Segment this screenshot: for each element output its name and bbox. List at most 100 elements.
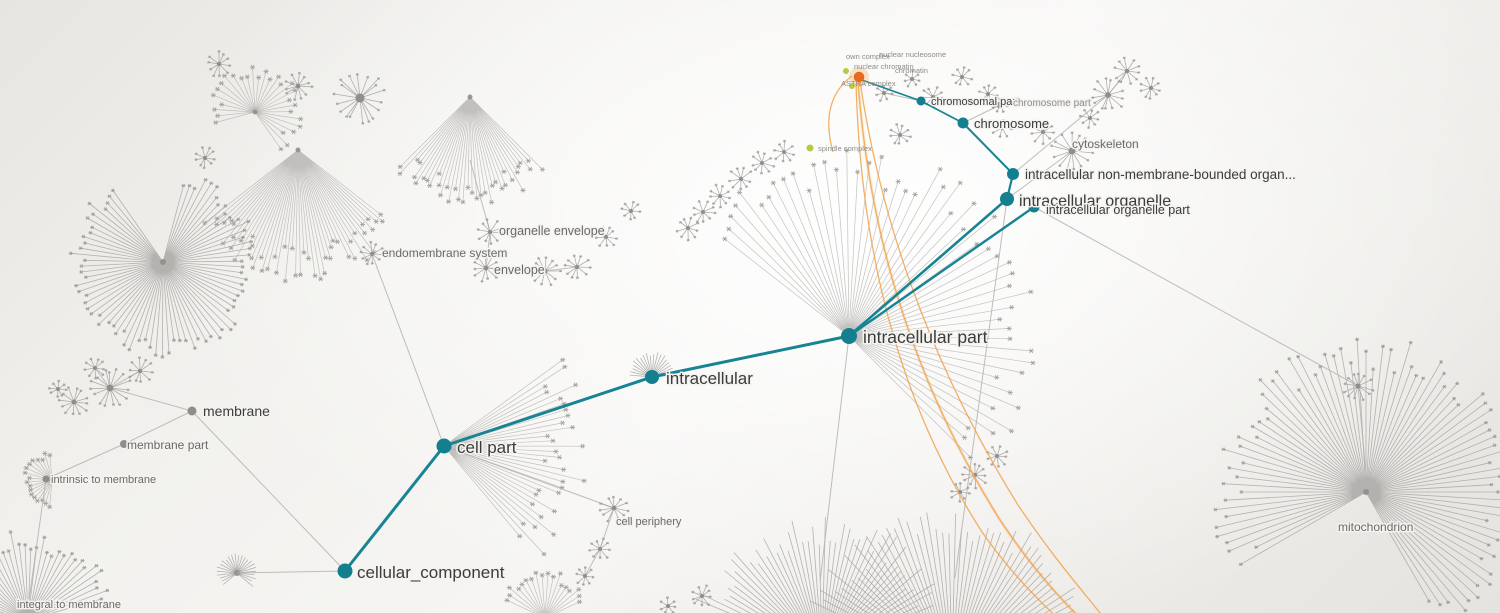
node-intracellular-part[interactable]	[841, 328, 857, 344]
cluster-center-node[interactable]	[542, 268, 548, 274]
node-cluster	[709, 183, 731, 209]
cluster-center-node[interactable]	[931, 95, 935, 99]
term-label[interactable]: cytoskeleton	[1071, 136, 1141, 153]
cluster-center-node[interactable]	[700, 594, 704, 598]
cluster-center-node[interactable]	[355, 93, 365, 103]
term-label[interactable]: envelope	[493, 262, 547, 279]
node-chromosome[interactable]	[957, 117, 969, 129]
term-label[interactable]: mitochondrion	[1337, 519, 1415, 536]
graph-node-gray[interactable]	[120, 440, 128, 448]
cluster-spokes	[1080, 109, 1099, 128]
cluster-center-node[interactable]	[1124, 68, 1130, 74]
cluster-center-node[interactable]	[910, 77, 914, 81]
term-label[interactable]: chromosome part	[1012, 97, 1093, 111]
node-cellular-component[interactable]	[337, 563, 353, 579]
tiny-term-label[interactable]: nuclear nucleosome	[879, 50, 946, 59]
cluster-tip-stars	[951, 66, 974, 86]
cluster-center-node[interactable]	[1041, 130, 1045, 134]
node-label-intracellular-part[interactable]: intracellular part	[862, 326, 990, 349]
cluster-center-node[interactable]	[1105, 92, 1111, 98]
cluster-center-node[interactable]	[370, 252, 374, 256]
cluster-center-node[interactable]	[611, 505, 617, 511]
node-label-intracellular-organelle[interactable]: intracellular organelle	[1018, 192, 1173, 212]
cluster-center-node[interactable]	[960, 75, 964, 79]
term-label[interactable]: cell periphery	[615, 515, 684, 530]
node-intracellular[interactable]	[645, 370, 659, 384]
cluster-center-node[interactable]	[782, 150, 786, 154]
minor-highlight-node[interactable]	[849, 83, 855, 89]
cluster-spokes	[333, 74, 385, 124]
node-cluster	[563, 254, 592, 280]
node-cell-part[interactable]	[436, 438, 452, 454]
node-label-intracellular-organelle-part[interactable]: intracellular organelle part	[1045, 202, 1192, 219]
term-label[interactable]: membrane	[202, 402, 272, 421]
cluster-center-node[interactable]	[1068, 147, 1076, 155]
node-intracellular-non-membrane-bounded-organelle[interactable]	[1007, 168, 1019, 180]
cluster-center-node[interactable]	[1149, 86, 1153, 90]
node-label-intracellular-non-membrane-bounded-organelle[interactable]: intracellular non-membrane-bounded organ…	[1024, 166, 1298, 184]
selected-node[interactable]	[853, 71, 865, 83]
minor-highlight-node[interactable]	[806, 144, 814, 152]
node-label-chromosome[interactable]: chromosome	[973, 115, 1051, 133]
fan-tip-stars	[517, 357, 587, 557]
tiny-term-label[interactable]: own complex	[846, 52, 890, 61]
node-label-intracellular[interactable]: intracellular	[665, 368, 755, 390]
graph-node-gray[interactable]	[996, 101, 1004, 109]
tiny-term-label[interactable]: chromatin	[895, 66, 928, 75]
cluster-center-node[interactable]	[718, 194, 722, 198]
cluster-center-node[interactable]	[739, 177, 743, 181]
cluster-center-node[interactable]	[604, 235, 608, 239]
cluster-center-node[interactable]	[583, 574, 587, 578]
cluster-spokes	[599, 496, 629, 522]
minor-highlight-node[interactable]	[843, 68, 849, 74]
cluster-center-node[interactable]	[701, 210, 705, 214]
fan-cluster	[441, 357, 587, 557]
graph-node-gray[interactable]	[42, 475, 50, 483]
term-label[interactable]: intrinsic to membrane	[50, 473, 158, 488]
cluster-center-node[interactable]	[71, 399, 77, 405]
cluster-center-node[interactable]	[686, 226, 690, 230]
cluster-center-node[interactable]	[574, 264, 580, 270]
cluster-center-node[interactable]	[483, 265, 489, 271]
node-label-chromosomal-part[interactable]: chromosomal part	[930, 95, 1021, 110]
cluster-center-node[interactable]	[56, 387, 60, 391]
tiny-term-label[interactable]: nuclear chromatin	[854, 62, 914, 71]
term-label[interactable]: integral to membrane	[16, 598, 123, 613]
cluster-center-node[interactable]	[1088, 116, 1092, 120]
node-intracellular-organelle[interactable]	[1000, 192, 1014, 206]
cluster-center-node[interactable]	[598, 547, 602, 551]
cluster-center-node[interactable]	[203, 156, 207, 160]
cluster-center-node[interactable]	[137, 368, 143, 374]
pom-clusters	[47, 49, 1375, 613]
term-label[interactable]: organelle envelope	[498, 223, 607, 240]
cluster-center-node[interactable]	[93, 366, 97, 370]
cluster-center-node[interactable]	[295, 83, 301, 89]
cluster-center-node[interactable]	[898, 133, 902, 137]
cluster-center-node[interactable]	[1000, 126, 1004, 130]
cluster-center-node[interactable]	[986, 92, 990, 96]
tiny-term-label[interactable]: spindle complex	[818, 144, 872, 153]
cluster-center-node[interactable]	[216, 61, 222, 67]
cluster-tip-stars	[1030, 120, 1056, 146]
cluster-center-node[interactable]	[106, 384, 114, 392]
cluster-center-node[interactable]	[882, 91, 886, 95]
cluster-center-node[interactable]	[666, 604, 670, 608]
graph-node-gray[interactable]	[25, 603, 31, 609]
fan-rays	[629, 352, 677, 378]
node-label-cellular-component[interactable]: cellular_component	[356, 562, 507, 584]
cluster-center-node[interactable]	[487, 229, 493, 235]
cluster-center-node[interactable]	[995, 454, 999, 458]
cluster-center-node[interactable]	[629, 209, 633, 213]
fan-cluster	[695, 517, 935, 613]
cluster-center-node[interactable]	[760, 161, 764, 165]
cluster-spokes	[876, 85, 893, 101]
node-intracellular-organelle-part[interactable]	[1028, 201, 1040, 213]
node-chromosomal-part[interactable]	[916, 96, 926, 106]
tiny-term-label[interactable]: ASTRA complex	[841, 79, 896, 88]
node-label-cell-part[interactable]: cell part	[456, 437, 519, 459]
term-label[interactable]: membrane part	[126, 437, 211, 454]
cluster-center-node[interactable]	[1355, 383, 1361, 389]
graph-node-gray[interactable]	[187, 406, 197, 416]
term-label[interactable]: endomembrane system	[381, 245, 509, 262]
